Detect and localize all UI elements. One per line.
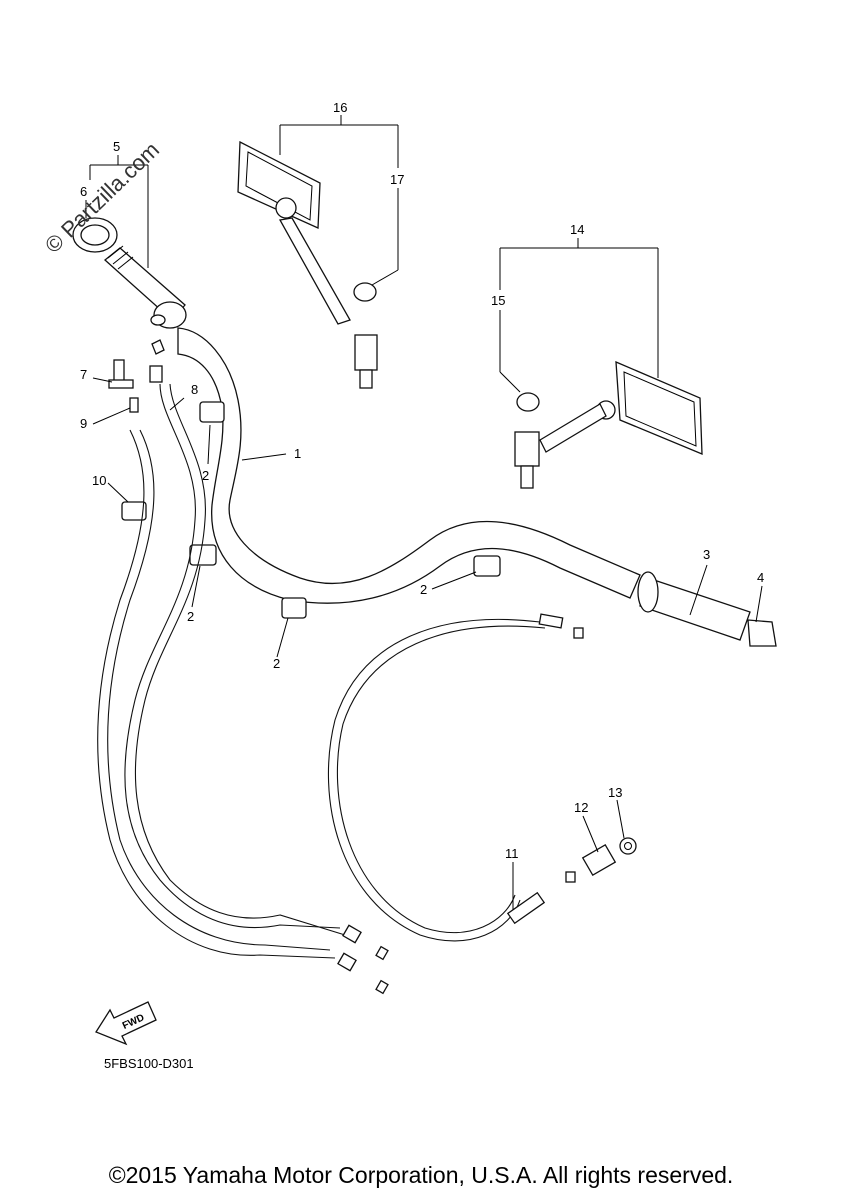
cable-adjuster xyxy=(581,843,617,877)
grip-end xyxy=(747,619,777,647)
callout-9: 9 xyxy=(80,416,87,431)
callout-2: 2 xyxy=(273,656,280,671)
callout-16: 16 xyxy=(333,100,347,115)
copyright-notice: ©2015 Yamaha Motor Corporation, U.S.A. A… xyxy=(108,1162,734,1188)
left-grip xyxy=(637,571,751,641)
callout-15: 15 xyxy=(491,293,505,308)
callout-2: 2 xyxy=(187,609,194,624)
callout-1: 1 xyxy=(294,446,301,461)
throttle-grip xyxy=(103,245,187,329)
throttle-cables xyxy=(97,383,389,995)
cable-fittings xyxy=(108,339,165,413)
callout-14: 14 xyxy=(570,222,584,237)
callout-5: 5 xyxy=(113,139,120,154)
callout-6: 6 xyxy=(80,184,87,199)
callout-10: 10 xyxy=(92,473,106,488)
callout-4: 4 xyxy=(757,570,764,585)
callout-12: 12 xyxy=(574,800,588,815)
callout-11: 11 xyxy=(505,846,519,861)
callout-8: 8 xyxy=(191,382,198,397)
callout-2: 2 xyxy=(420,582,427,597)
mirror-right xyxy=(237,140,378,389)
leader-lines xyxy=(85,115,763,910)
callout-17: 17 xyxy=(390,172,404,187)
clutch-cable xyxy=(327,613,584,942)
grip-collar xyxy=(72,217,118,253)
adjuster-nut xyxy=(619,837,637,855)
handlebar xyxy=(177,327,641,604)
drawing-code: 5FBS100-D301 xyxy=(104,1056,194,1071)
callout-7: 7 xyxy=(80,367,87,382)
fwd-arrow-icon: FWD xyxy=(95,1001,157,1046)
wire-clamps xyxy=(121,401,501,619)
callout-2: 2 xyxy=(202,468,209,483)
mirror-left xyxy=(514,360,703,489)
callout-13: 13 xyxy=(608,785,622,800)
callout-3: 3 xyxy=(703,547,710,562)
callout-labels: 1 2 2 2 2 3 4 5 6 7 8 9 10 11 12 13 14 1… xyxy=(80,100,764,861)
